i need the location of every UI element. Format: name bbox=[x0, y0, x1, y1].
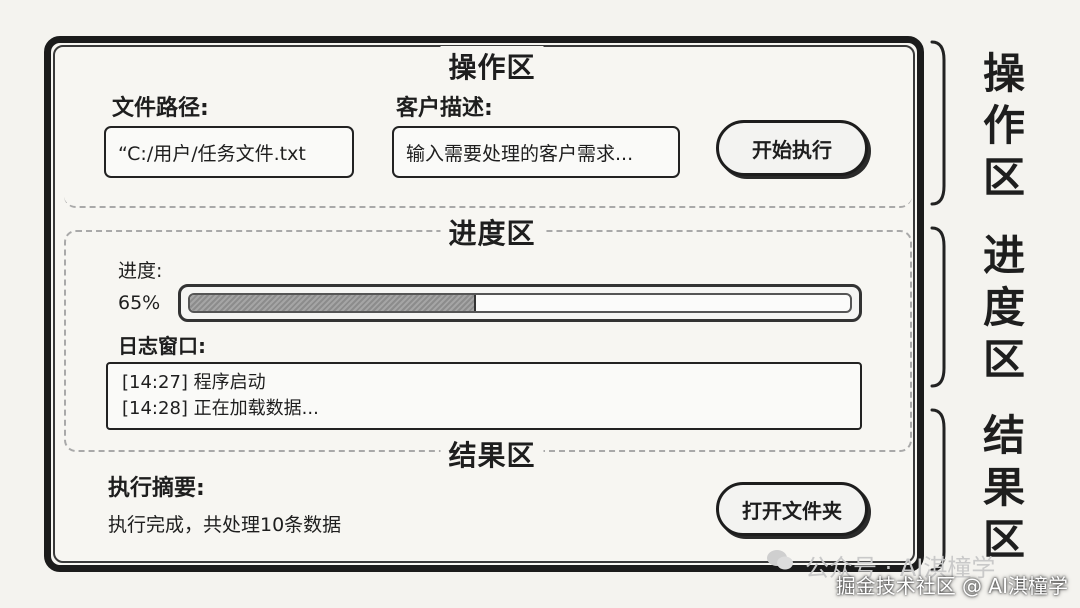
watermark: 公众号 · AI淇橦学 掘金技术社区 @ AI淇橦学 bbox=[765, 548, 1080, 608]
progress-bar bbox=[178, 284, 862, 322]
execution-summary-text: 执行完成，共处理10条数据 bbox=[108, 514, 342, 536]
progress-side-label: 进度区 bbox=[982, 231, 1025, 384]
operation-bracket bbox=[928, 40, 952, 206]
progress-bracket bbox=[928, 226, 952, 388]
start-execution-button[interactable]: 开始执行 bbox=[716, 120, 868, 176]
result-side-label: 结果区 bbox=[982, 411, 1025, 564]
log-line: [14:28] 正在加载数据... bbox=[122, 398, 319, 419]
operation-section bbox=[64, 70, 912, 208]
file-path-label: 文件路径: bbox=[112, 96, 209, 121]
client-description-placeholder: 输入需要处理的客户需求... bbox=[406, 142, 634, 165]
wechat-icon bbox=[767, 550, 793, 570]
file-path-value: “C:/用户/任务文件.txt bbox=[118, 142, 306, 165]
file-path-input[interactable]: “C:/用户/任务文件.txt bbox=[104, 126, 354, 178]
progress-section-title: 进度区 bbox=[440, 212, 544, 252]
progress-bar-fill bbox=[190, 295, 476, 311]
execution-summary-label: 执行摘要: bbox=[108, 476, 205, 501]
progress-percent: 65% bbox=[118, 292, 161, 314]
result-bracket bbox=[928, 408, 952, 572]
progress-label: 进度: bbox=[118, 260, 163, 282]
watermark-faded-text: 公众号 · AI淇橦学 bbox=[805, 554, 996, 582]
progress-bar-inner bbox=[188, 293, 852, 313]
log-line: [14:27] 程序启动 bbox=[122, 372, 266, 393]
client-description-input[interactable]: 输入需要处理的客户需求... bbox=[392, 126, 680, 178]
operation-section-title: 操作区 bbox=[440, 46, 544, 86]
open-folder-button[interactable]: 打开文件夹 bbox=[716, 482, 868, 536]
log-window[interactable]: [14:27] 程序启动 [14:28] 正在加载数据... bbox=[106, 362, 862, 430]
log-window-label: 日志窗口: bbox=[118, 334, 206, 358]
client-description-label: 客户描述: bbox=[396, 96, 493, 121]
operation-side-label: 操作区 bbox=[982, 49, 1025, 202]
result-section-title: 结果区 bbox=[440, 434, 544, 474]
watermark-text: 掘金技术社区 @ AI淇橦学 bbox=[835, 574, 1068, 598]
